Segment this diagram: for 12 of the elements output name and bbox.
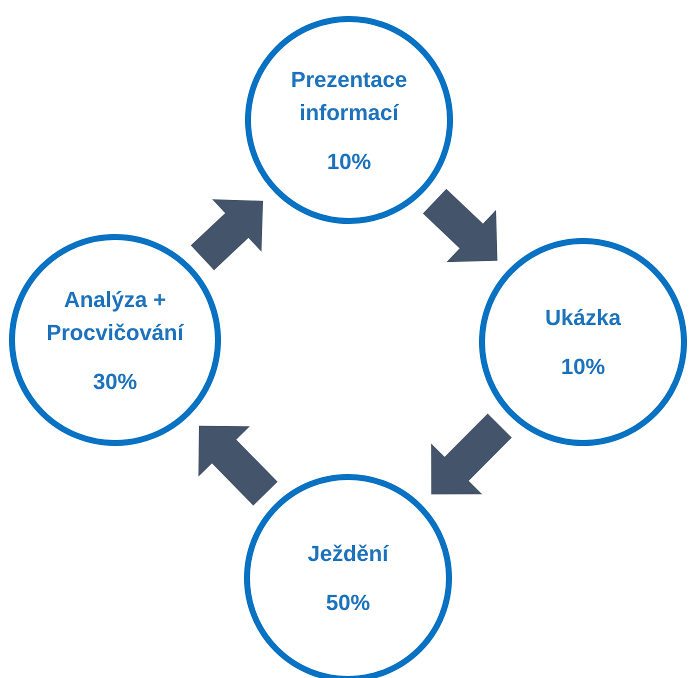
step-label: Ukázka (545, 304, 621, 332)
step-label: Ježdění (308, 540, 388, 568)
step-label: Analýza + Procvičování (46, 286, 185, 346)
block-arrow (422, 188, 498, 262)
block-arrow (431, 414, 512, 494)
block-arrow (190, 199, 264, 270)
percentage-label: 10% (560, 353, 606, 381)
step-label: Prezentace informací (290, 66, 408, 126)
percentage-label: 10% (326, 148, 372, 176)
percentage-label: 30% (92, 368, 138, 396)
percentage-label: 50% (326, 589, 370, 617)
block-arrow (198, 426, 278, 506)
